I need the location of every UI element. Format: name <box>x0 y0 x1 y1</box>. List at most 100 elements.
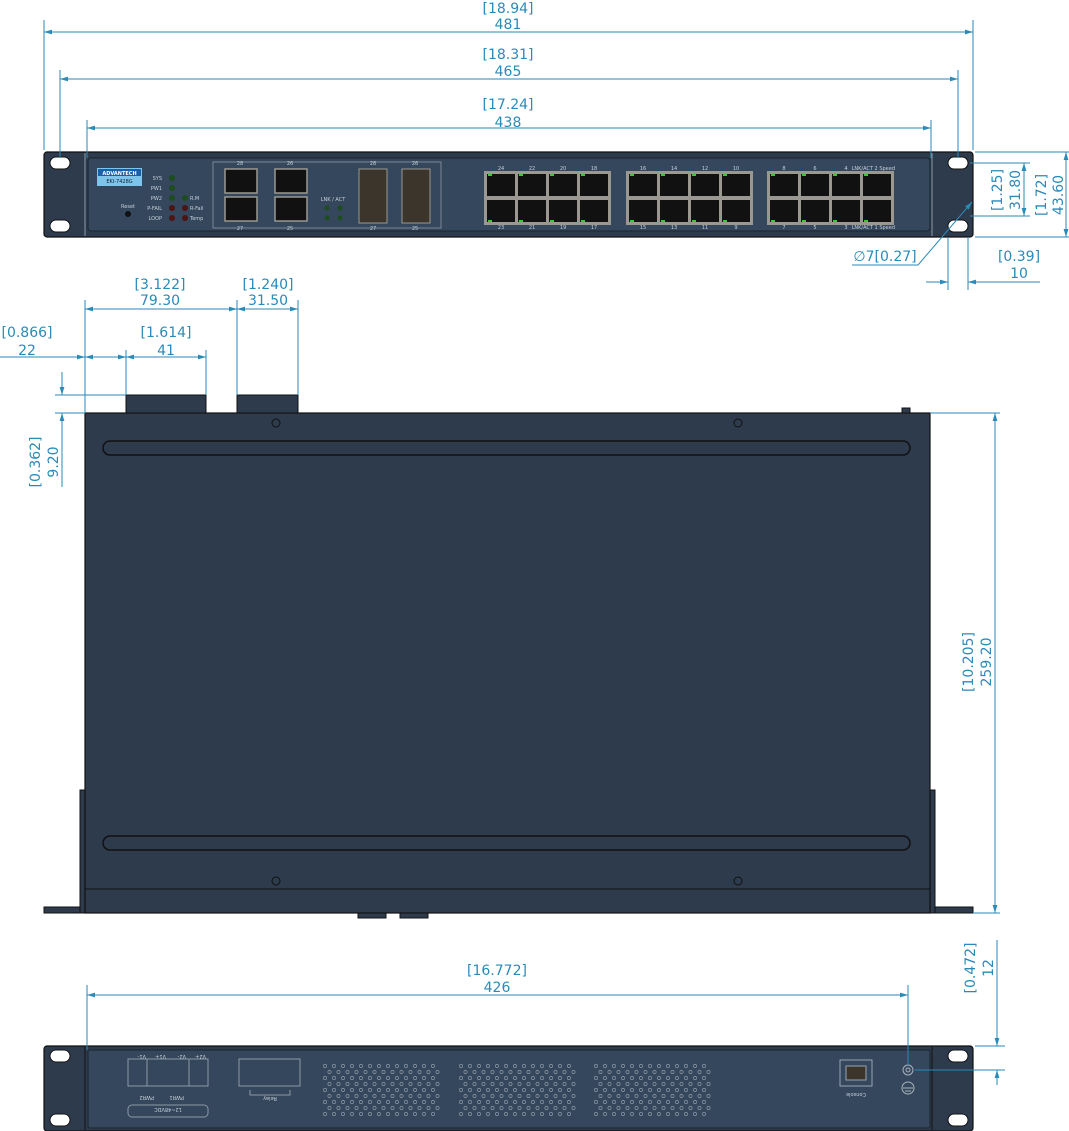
svg-text:438: 438 <box>495 115 522 131</box>
ventilation-holes <box>323 1064 711 1116</box>
svg-text:25: 25 <box>412 226 418 232</box>
svg-text:9.20: 9.20 <box>46 446 62 477</box>
rj45-port[interactable] <box>691 200 719 222</box>
port-number: 11 <box>702 225 708 231</box>
svg-text:481: 481 <box>495 17 522 33</box>
port-number: 4 <box>844 166 847 172</box>
svg-text:R.M: R.M <box>190 196 199 202</box>
screw-icon <box>271 418 743 886</box>
svg-text:LOOP: LOOP <box>149 216 163 222</box>
port-number: 9 <box>734 225 737 231</box>
port-number: 16 <box>640 166 646 172</box>
svg-text:[18.31]: [18.31] <box>482 47 533 63</box>
svg-text:[1.72]: [1.72] <box>1034 174 1050 216</box>
svg-text:P-FAIL: P-FAIL <box>147 206 162 212</box>
svg-text:[17.24]: [17.24] <box>482 97 533 113</box>
svg-text:[1.614]: [1.614] <box>140 325 191 341</box>
sfp-port[interactable] <box>358 168 388 224</box>
rj45-port[interactable] <box>832 174 860 196</box>
svg-text:[1.25]: [1.25] <box>990 169 1006 211</box>
front-dimensions: [18.94] 481 [18.31] 465 [17.24] 438 [1.2… <box>43 1 1069 290</box>
rj45-port[interactable] <box>224 168 258 194</box>
rj45-port[interactable] <box>770 174 798 196</box>
rj45-port[interactable] <box>691 174 719 196</box>
top-dimensions: [3.122] 79.30 [1.240] 31.50 [0.866] 22 [… <box>0 277 1000 914</box>
relay-terminal: Relay <box>238 1058 301 1101</box>
svg-text:PW2: PW2 <box>151 196 162 202</box>
svg-text:Temp: Temp <box>189 216 203 222</box>
rj45-port[interactable] <box>580 200 608 222</box>
rj45-port[interactable] <box>722 200 750 222</box>
svg-text:26: 26 <box>412 161 418 167</box>
port-number: 20 <box>560 166 566 172</box>
svg-text:SYS: SYS <box>153 176 162 182</box>
port-number: 19 <box>560 225 566 231</box>
rj45-port[interactable] <box>660 200 688 222</box>
rj45-port[interactable] <box>487 174 515 196</box>
rj45-port[interactable] <box>832 200 860 222</box>
svg-text:465: 465 <box>495 64 522 80</box>
hole-diameter-label: ∅7[0.27] <box>853 249 916 265</box>
svg-text:V1-: V1- <box>137 1053 146 1059</box>
reset-button[interactable] <box>125 211 131 217</box>
svg-text:28: 28 <box>237 161 243 167</box>
rj45-port[interactable] <box>660 174 688 196</box>
svg-text:PW1: PW1 <box>151 186 162 192</box>
svg-text:41: 41 <box>157 343 175 359</box>
port-number: 14 <box>671 166 677 172</box>
console-port[interactable] <box>839 1059 873 1087</box>
brand-text: ADVANTECH <box>102 171 136 177</box>
svg-text:426: 426 <box>484 980 511 996</box>
svg-text:28: 28 <box>370 161 376 167</box>
rj45-port[interactable] <box>274 196 308 222</box>
svg-text:31.50: 31.50 <box>248 293 288 309</box>
port-number: 13 <box>671 225 677 231</box>
svg-text:LNK / ACT: LNK / ACT <box>321 197 346 203</box>
svg-text:[0.472]: [0.472] <box>963 942 979 993</box>
svg-text:[3.122]: [3.122] <box>134 277 185 293</box>
rj45-port[interactable] <box>224 196 258 222</box>
rj45-port[interactable] <box>863 200 891 222</box>
rj45-port[interactable] <box>629 174 657 196</box>
rj45-port[interactable] <box>629 200 657 222</box>
rj45-port[interactable] <box>801 200 829 222</box>
svg-text:V2-: V2- <box>177 1053 186 1059</box>
port-number: 23 <box>498 225 504 231</box>
rj45-port[interactable] <box>549 200 577 222</box>
rj45-port[interactable] <box>518 174 546 196</box>
sfp-port[interactable] <box>401 168 431 224</box>
svg-text:25: 25 <box>287 226 293 232</box>
port-number: 7 <box>782 225 785 231</box>
svg-text:27: 27 <box>370 226 376 232</box>
svg-text:43.60: 43.60 <box>1051 175 1067 215</box>
svg-text:V2+: V2+ <box>195 1053 206 1059</box>
svg-text:[1.240]: [1.240] <box>242 277 293 293</box>
rj45-port[interactable] <box>770 200 798 222</box>
svg-text:27: 27 <box>237 226 243 232</box>
svg-text:[16.772]: [16.772] <box>467 963 527 979</box>
svg-text:259.20: 259.20 <box>979 638 995 687</box>
svg-text:12: 12 <box>981 959 997 977</box>
rear-view: V2+ V2- V1+ V1- PWR1 PWR2 12~48VDC Relay… <box>43 1045 974 1131</box>
rj45-port[interactable] <box>487 200 515 222</box>
svg-text:PWR2: PWR2 <box>139 1094 154 1100</box>
rj45-port[interactable] <box>580 174 608 196</box>
model-text: EKI-7428G <box>106 179 132 185</box>
rj45-port[interactable] <box>518 200 546 222</box>
port-number: 15 <box>640 225 646 231</box>
port-number: 3 <box>844 225 847 231</box>
svg-text:[0.362]: [0.362] <box>28 436 44 487</box>
svg-text:31.80: 31.80 <box>1008 170 1024 210</box>
rj45-port[interactable] <box>863 174 891 196</box>
svg-text:26: 26 <box>287 161 293 167</box>
svg-text:12~48VDC: 12~48VDC <box>154 1106 182 1112</box>
port-number: 12 <box>702 166 708 172</box>
port-number: 18 <box>591 166 597 172</box>
rj45-port[interactable] <box>274 168 308 194</box>
power-terminal-block <box>125 394 207 414</box>
rj45-port[interactable] <box>801 174 829 196</box>
svg-text:[0.39]: [0.39] <box>998 249 1040 265</box>
rj45-port[interactable] <box>722 174 750 196</box>
rj45-port[interactable] <box>549 174 577 196</box>
port-number: 5 <box>813 225 816 231</box>
